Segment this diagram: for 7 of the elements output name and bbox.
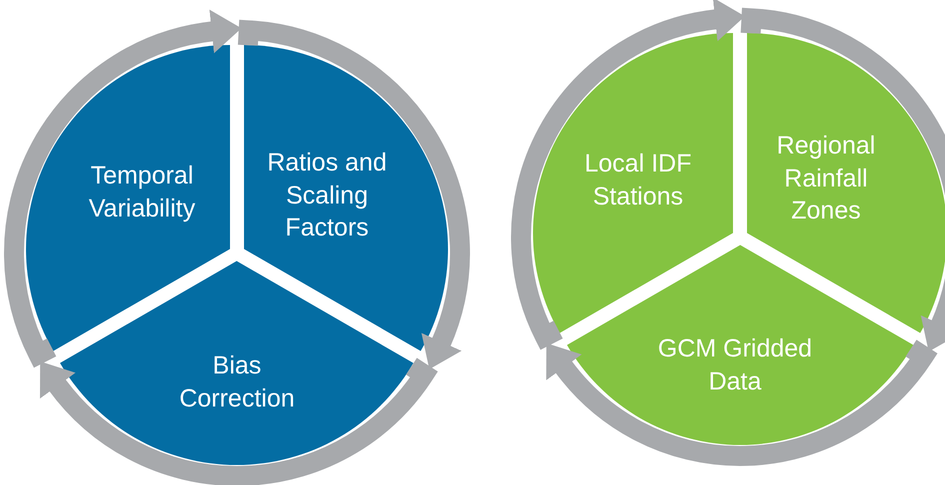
sector-label: Ratios and Scaling Factors — [266, 147, 388, 244]
sector-label: Local IDF Stations — [583, 148, 692, 212]
sector-label: Regional Rainfall Zones — [776, 130, 876, 226]
curved-arrow — [740, 8, 945, 352]
curved-arrow — [238, 20, 470, 370]
sector-label: Temporal Variability — [88, 160, 196, 224]
sector-label: Bias Correction — [178, 350, 296, 414]
